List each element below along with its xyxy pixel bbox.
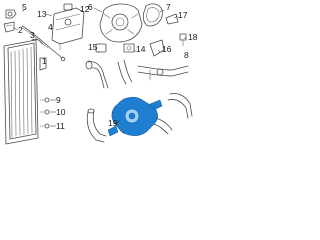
callout-16: 16 bbox=[162, 44, 172, 54]
part-center-hose bbox=[117, 59, 133, 85]
part-coolant-reservoir bbox=[51, 3, 85, 51]
part-gasket bbox=[142, 3, 163, 27]
callout-3: 3 bbox=[30, 30, 35, 40]
callout-18: 18 bbox=[188, 32, 198, 42]
part-overflow-hose bbox=[21, 25, 66, 62]
callout-14: 14 bbox=[136, 44, 146, 54]
part-lower-hose-left bbox=[86, 108, 107, 143]
part-lower-hose-right bbox=[167, 93, 193, 119]
diagram-canvas: 5 13 2 3 4 1 12 6 7 17 15 14 16 18 8 9 1… bbox=[3, 2, 198, 145]
callout-1: 1 bbox=[42, 56, 47, 66]
callout-labels: 5 13 2 3 4 1 12 6 7 17 15 14 16 18 8 9 1… bbox=[18, 2, 198, 131]
callout-2: 2 bbox=[18, 25, 23, 35]
callout-4: 4 bbox=[48, 22, 53, 32]
part-water-outlet-highlighted bbox=[107, 97, 163, 137]
callout-13: 13 bbox=[37, 9, 47, 19]
part-thermostat-housing bbox=[99, 3, 143, 43]
leader-lines bbox=[13, 7, 186, 135]
part-elbow-16 bbox=[149, 39, 165, 57]
callout-15: 15 bbox=[88, 42, 98, 52]
callout-19: 19 bbox=[108, 118, 118, 128]
part-fitting-17 bbox=[165, 13, 179, 25]
callout-17: 17 bbox=[178, 10, 188, 20]
part-radiator bbox=[3, 39, 39, 145]
part-bracket-2 bbox=[3, 21, 15, 33]
part-upper-hose bbox=[85, 60, 109, 89]
callout-7: 7 bbox=[166, 2, 171, 12]
part-hose-3 bbox=[31, 38, 43, 45]
part-outlet-pipe bbox=[153, 117, 173, 135]
part-sensor-15 bbox=[95, 43, 107, 53]
callout-8: 8 bbox=[184, 50, 189, 60]
part-bleeder-18 bbox=[179, 33, 187, 47]
callout-9: 9 bbox=[56, 95, 61, 105]
callout-5: 5 bbox=[22, 2, 27, 12]
parts-diagram: 5 13 2 3 4 1 12 6 7 17 15 14 16 18 8 9 1… bbox=[0, 0, 200, 147]
part-fitting-14 bbox=[123, 43, 135, 53]
callout-6: 6 bbox=[88, 2, 93, 12]
callout-12: 12 bbox=[80, 4, 90, 14]
part-reservoir-cap bbox=[64, 18, 72, 26]
part-radiator-side-bracket bbox=[39, 57, 47, 71]
callout-10: 10 bbox=[56, 107, 66, 117]
part-clips-lower-left bbox=[39, 97, 50, 129]
callout-11: 11 bbox=[56, 121, 65, 131]
part-bracket-top-left bbox=[5, 9, 17, 19]
part-right-pipe bbox=[137, 65, 189, 81]
